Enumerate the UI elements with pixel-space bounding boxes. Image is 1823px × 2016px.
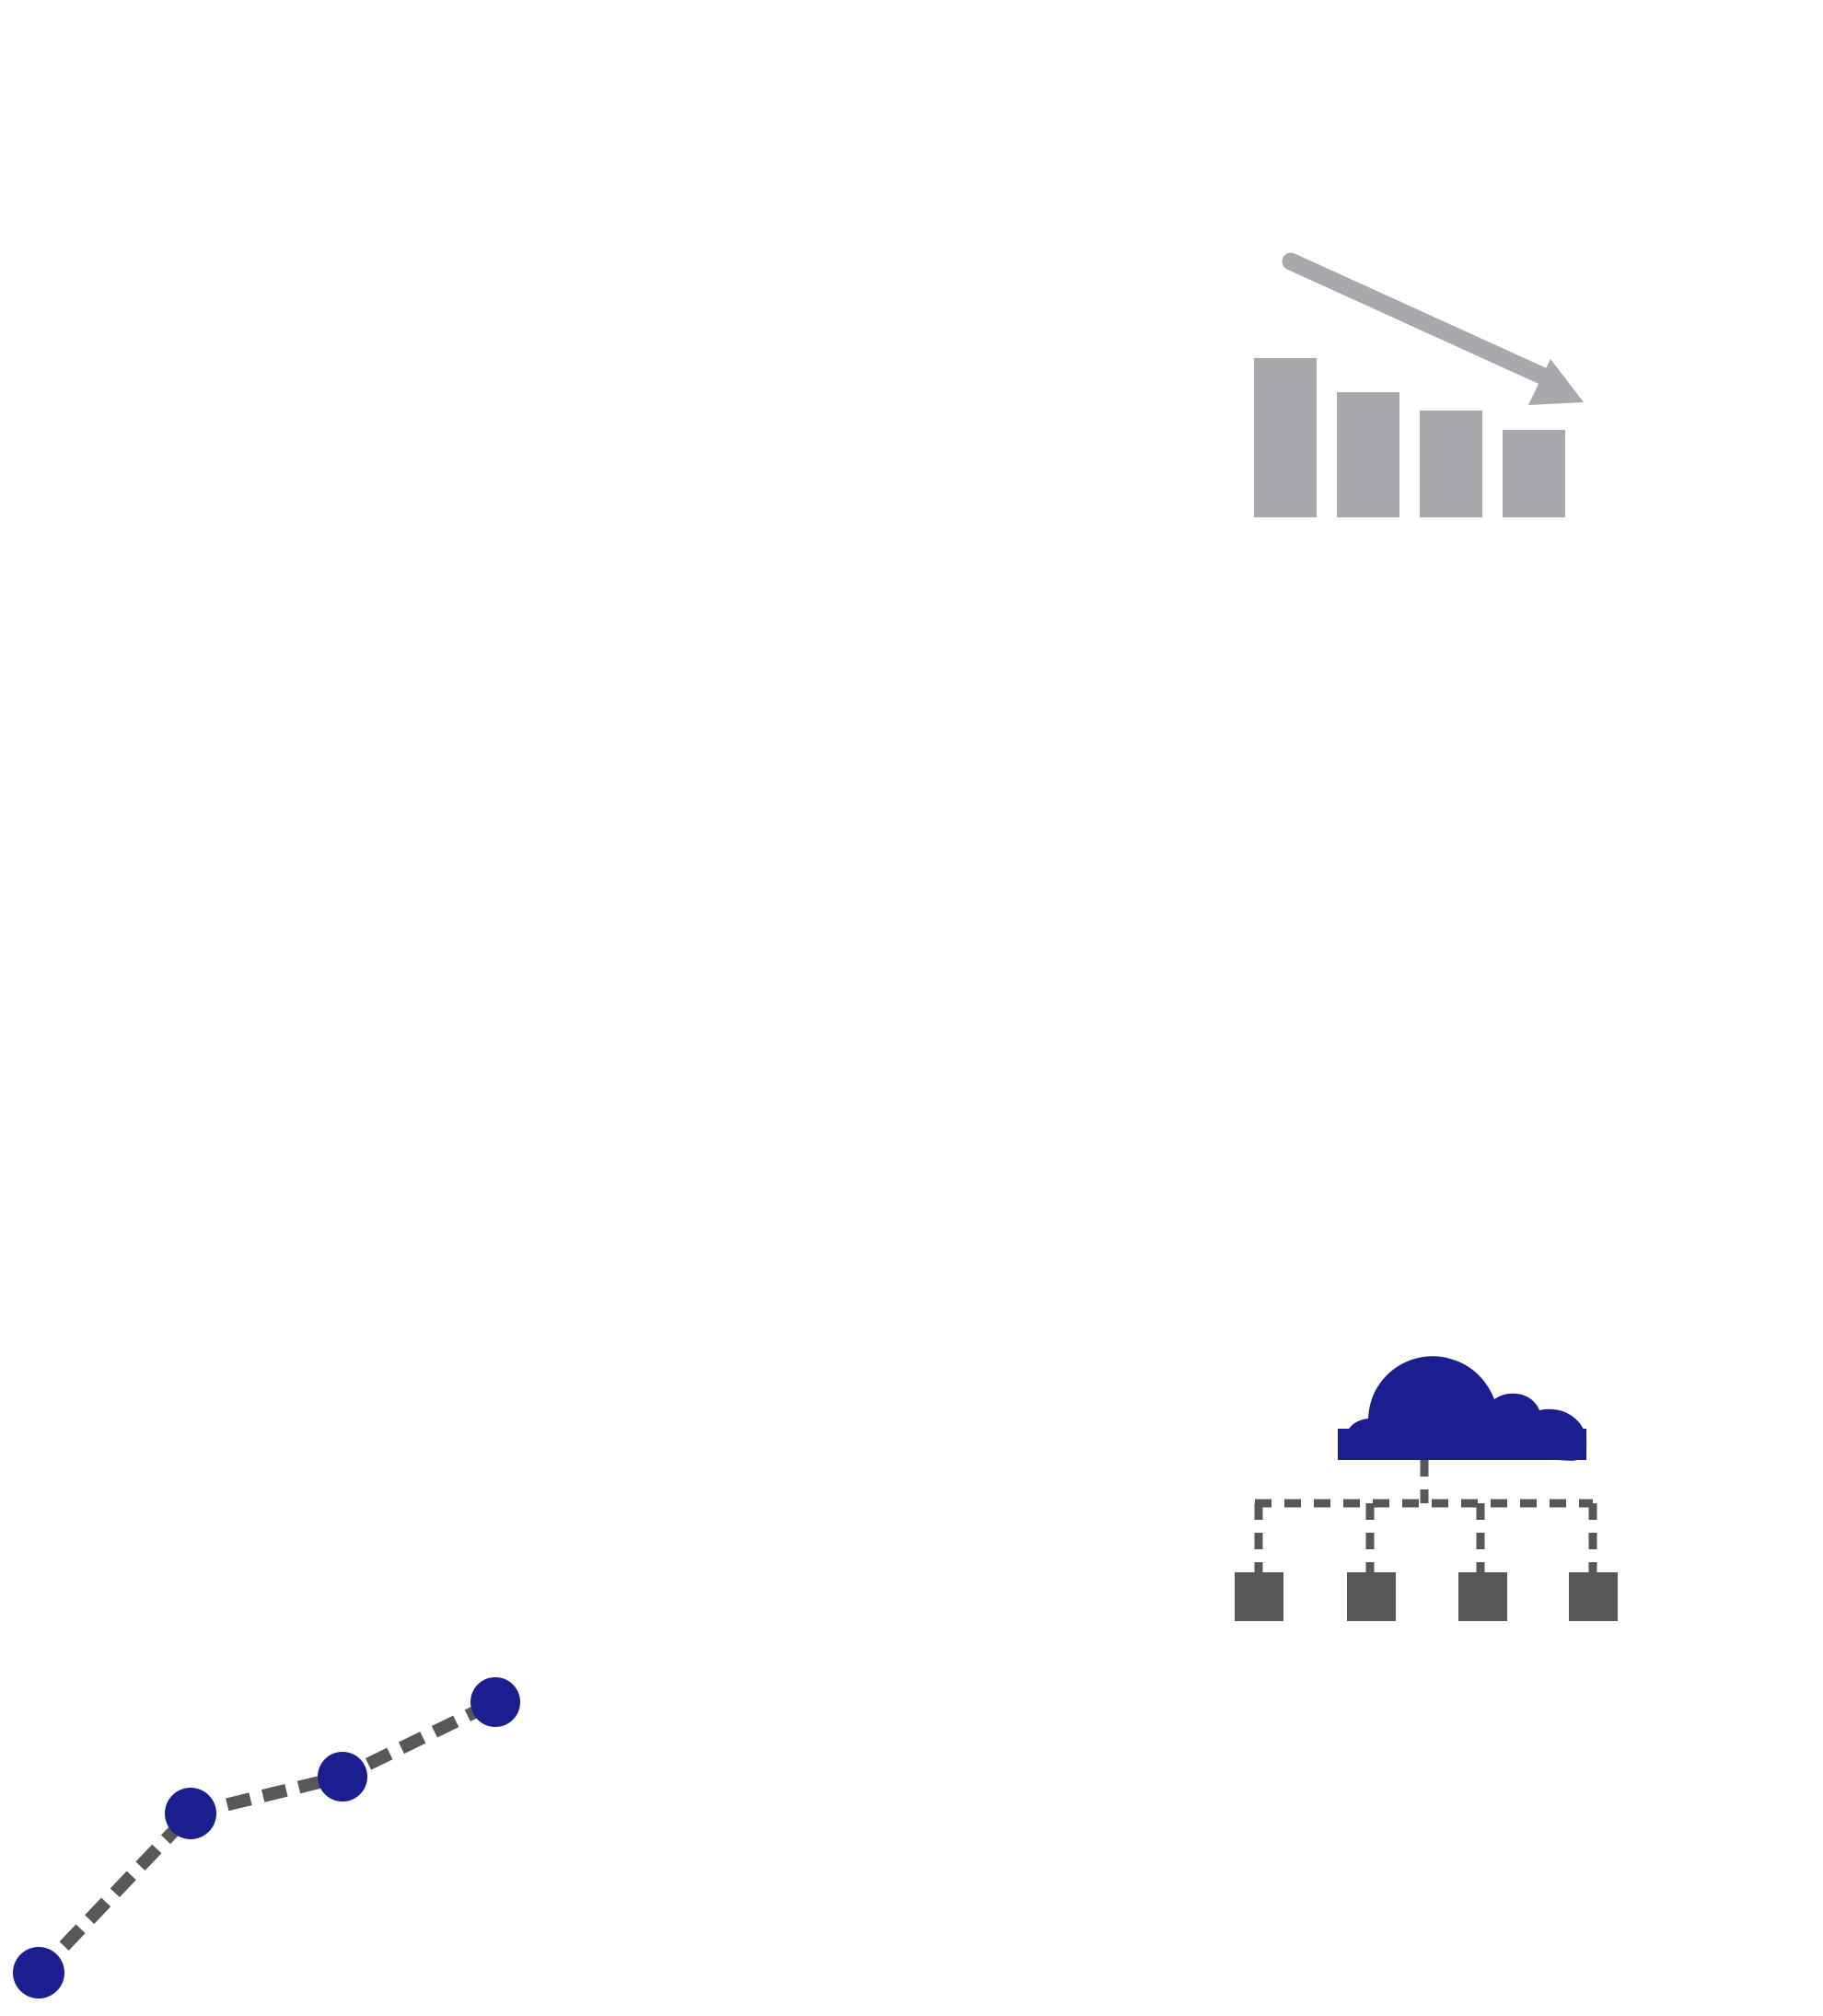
node-1 <box>1235 1572 1283 1621</box>
network-nodes <box>1235 1572 1618 1621</box>
data-point-4 <box>470 1677 520 1727</box>
network-connectors <box>1254 1460 1597 1572</box>
trend-arrow-head <box>1528 359 1584 405</box>
bar-4 <box>1503 430 1565 517</box>
data-point-markers <box>13 1677 520 1999</box>
declining-bar-chart-icon: Declining Trend <box>1225 230 1611 534</box>
downward-trend-arrow <box>1282 252 1584 405</box>
cloud-base <box>1338 1429 1586 1460</box>
bar-1 <box>1254 358 1317 517</box>
page-title: Business Analytics Icon Set <box>0 19 1 20</box>
bar-3 <box>1420 411 1482 517</box>
bar-group <box>1254 358 1565 517</box>
growth-line-chart-svg <box>13 1677 520 1999</box>
trend-arrow-shaft <box>1282 252 1567 392</box>
data-point-2 <box>165 1788 216 1839</box>
cloud-icon <box>1338 1356 1587 1461</box>
cloud-network-icon: Cloud Network <box>1215 1326 1620 1639</box>
growth-line-chart-icon: Growth Trend <box>0 1602 644 2016</box>
data-point-1 <box>13 1947 64 1999</box>
growth-trend-line <box>33 1696 499 1977</box>
bar-2 <box>1337 392 1399 517</box>
node-4 <box>1569 1572 1618 1621</box>
node-2 <box>1347 1572 1396 1621</box>
node-3 <box>1458 1572 1507 1621</box>
declining-bar-chart-svg <box>1254 252 1584 517</box>
data-point-3 <box>318 1752 367 1802</box>
cloud-network-svg <box>1235 1356 1618 1621</box>
